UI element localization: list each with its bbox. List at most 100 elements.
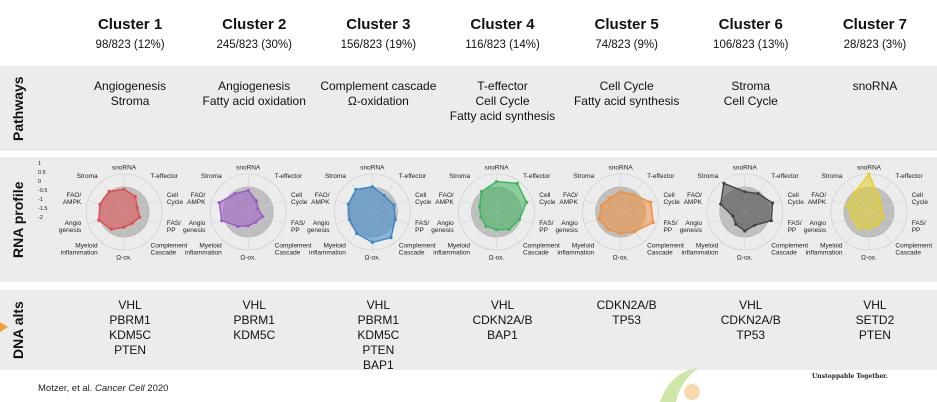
dna-gene: TP53 (612, 313, 641, 327)
radar-axis-label: T-effector (399, 173, 427, 180)
radar-data-point (507, 227, 511, 232)
radar-axis-label: FAS/PP (291, 220, 305, 234)
radar-axis-label: FAS/PP (912, 220, 926, 234)
citation-authors: Motzer, et al. (38, 383, 96, 394)
dna-gene: BAP1 (363, 358, 394, 372)
radar-data-point (494, 180, 499, 184)
radar-data-point (354, 187, 358, 192)
radar-axis-label: Ω-ox. (240, 255, 256, 262)
cluster-title: Cluster 1 (97, 16, 163, 33)
radar-axis-label: Ω-ox. (116, 255, 132, 262)
radar-axis-label: Stroma (325, 173, 346, 180)
radar-data-point (515, 181, 519, 185)
cluster-count: 245/823 (30%) (216, 39, 292, 51)
cluster-title: Cluster 7 (842, 16, 908, 33)
radar-axis-label: snoRNA (733, 165, 758, 172)
cluster-count: 116/823 (14%) (465, 39, 540, 51)
dna-gene: VHL (490, 298, 515, 312)
radar-data-point (731, 214, 735, 218)
radar-axis-label: Stroma (822, 173, 843, 180)
radar-axis-label: FAS/PP (663, 220, 677, 234)
radar-data-point (867, 226, 871, 231)
brand-tagline: Unstoppable Together. (812, 373, 888, 380)
pathway-item: Fatty acid oxidation (202, 94, 306, 108)
cluster-count: 28/823 (3%) (843, 39, 907, 51)
citation-journal: Cancer Cell (95, 383, 145, 394)
radar-data-point (370, 185, 374, 189)
radar-axis-label: Stroma (449, 173, 470, 180)
radar-data-point (254, 220, 258, 224)
radar-scale-tick: -0.5 (38, 188, 47, 194)
radar-axis-label: FAO/AMPK (808, 192, 827, 206)
radar-data-point (246, 188, 250, 193)
cluster-title: Cluster 2 (222, 16, 287, 33)
dna-gene: KDM5C (109, 328, 152, 342)
dna-gene: PTEN (114, 343, 147, 357)
pathway-item: Angiogenesis (94, 79, 167, 93)
radar-axis-label: FAO/AMPK (187, 192, 206, 206)
cluster-title: Cluster 6 (718, 16, 783, 33)
radar-scale-tick: 1 (38, 161, 41, 167)
radar-axis-label: T-effector (275, 173, 303, 180)
cluster-count: 74/823 (9%) (595, 39, 658, 51)
pathway-item: Fatty acid synthesis (449, 109, 556, 123)
radar-data-point (722, 181, 726, 185)
radar-axis-label: snoRNA (484, 165, 509, 172)
radar-axis-label: FAO/AMPK (559, 192, 578, 206)
radar-axis-label: FAS/PP (788, 220, 802, 234)
radar-data-point (233, 191, 237, 196)
radar-axis-label: snoRNA (236, 165, 261, 172)
cluster-title: Cluster 4 (470, 16, 535, 33)
radar-data-point (525, 200, 529, 204)
radar-axis-label: Ω-ox. (489, 255, 505, 262)
dna-gene: PBRM1 (357, 313, 400, 327)
cluster-header: Cluster 4 116/823 (14%) (440, 16, 564, 53)
radar-data-point (135, 206, 139, 210)
radar-data-point (346, 202, 350, 206)
radar-data-point (756, 191, 760, 196)
radar-data-point (480, 189, 484, 194)
radar-data-point (347, 217, 352, 222)
pathway-item: Cell Cycle (475, 94, 530, 108)
radar-data-point (867, 172, 871, 176)
radar-data-point (494, 228, 499, 232)
cluster-title: Cluster 5 (594, 16, 659, 33)
radar-data-point (845, 203, 849, 207)
radar-data-point (619, 231, 623, 236)
pathway-item: Cell Cycle (599, 79, 654, 93)
citation: Motzer, et al. Cancer Cell 2020 (38, 383, 168, 394)
radar-axis-label: T-effector (647, 173, 675, 180)
radar-axis-label: Stroma (573, 173, 594, 180)
radar-scale-tick: 0.5 (38, 170, 46, 176)
radar-scale-tick: -1.5 (38, 206, 47, 212)
radar-data-point (217, 201, 221, 205)
radar-data-point (261, 215, 265, 219)
